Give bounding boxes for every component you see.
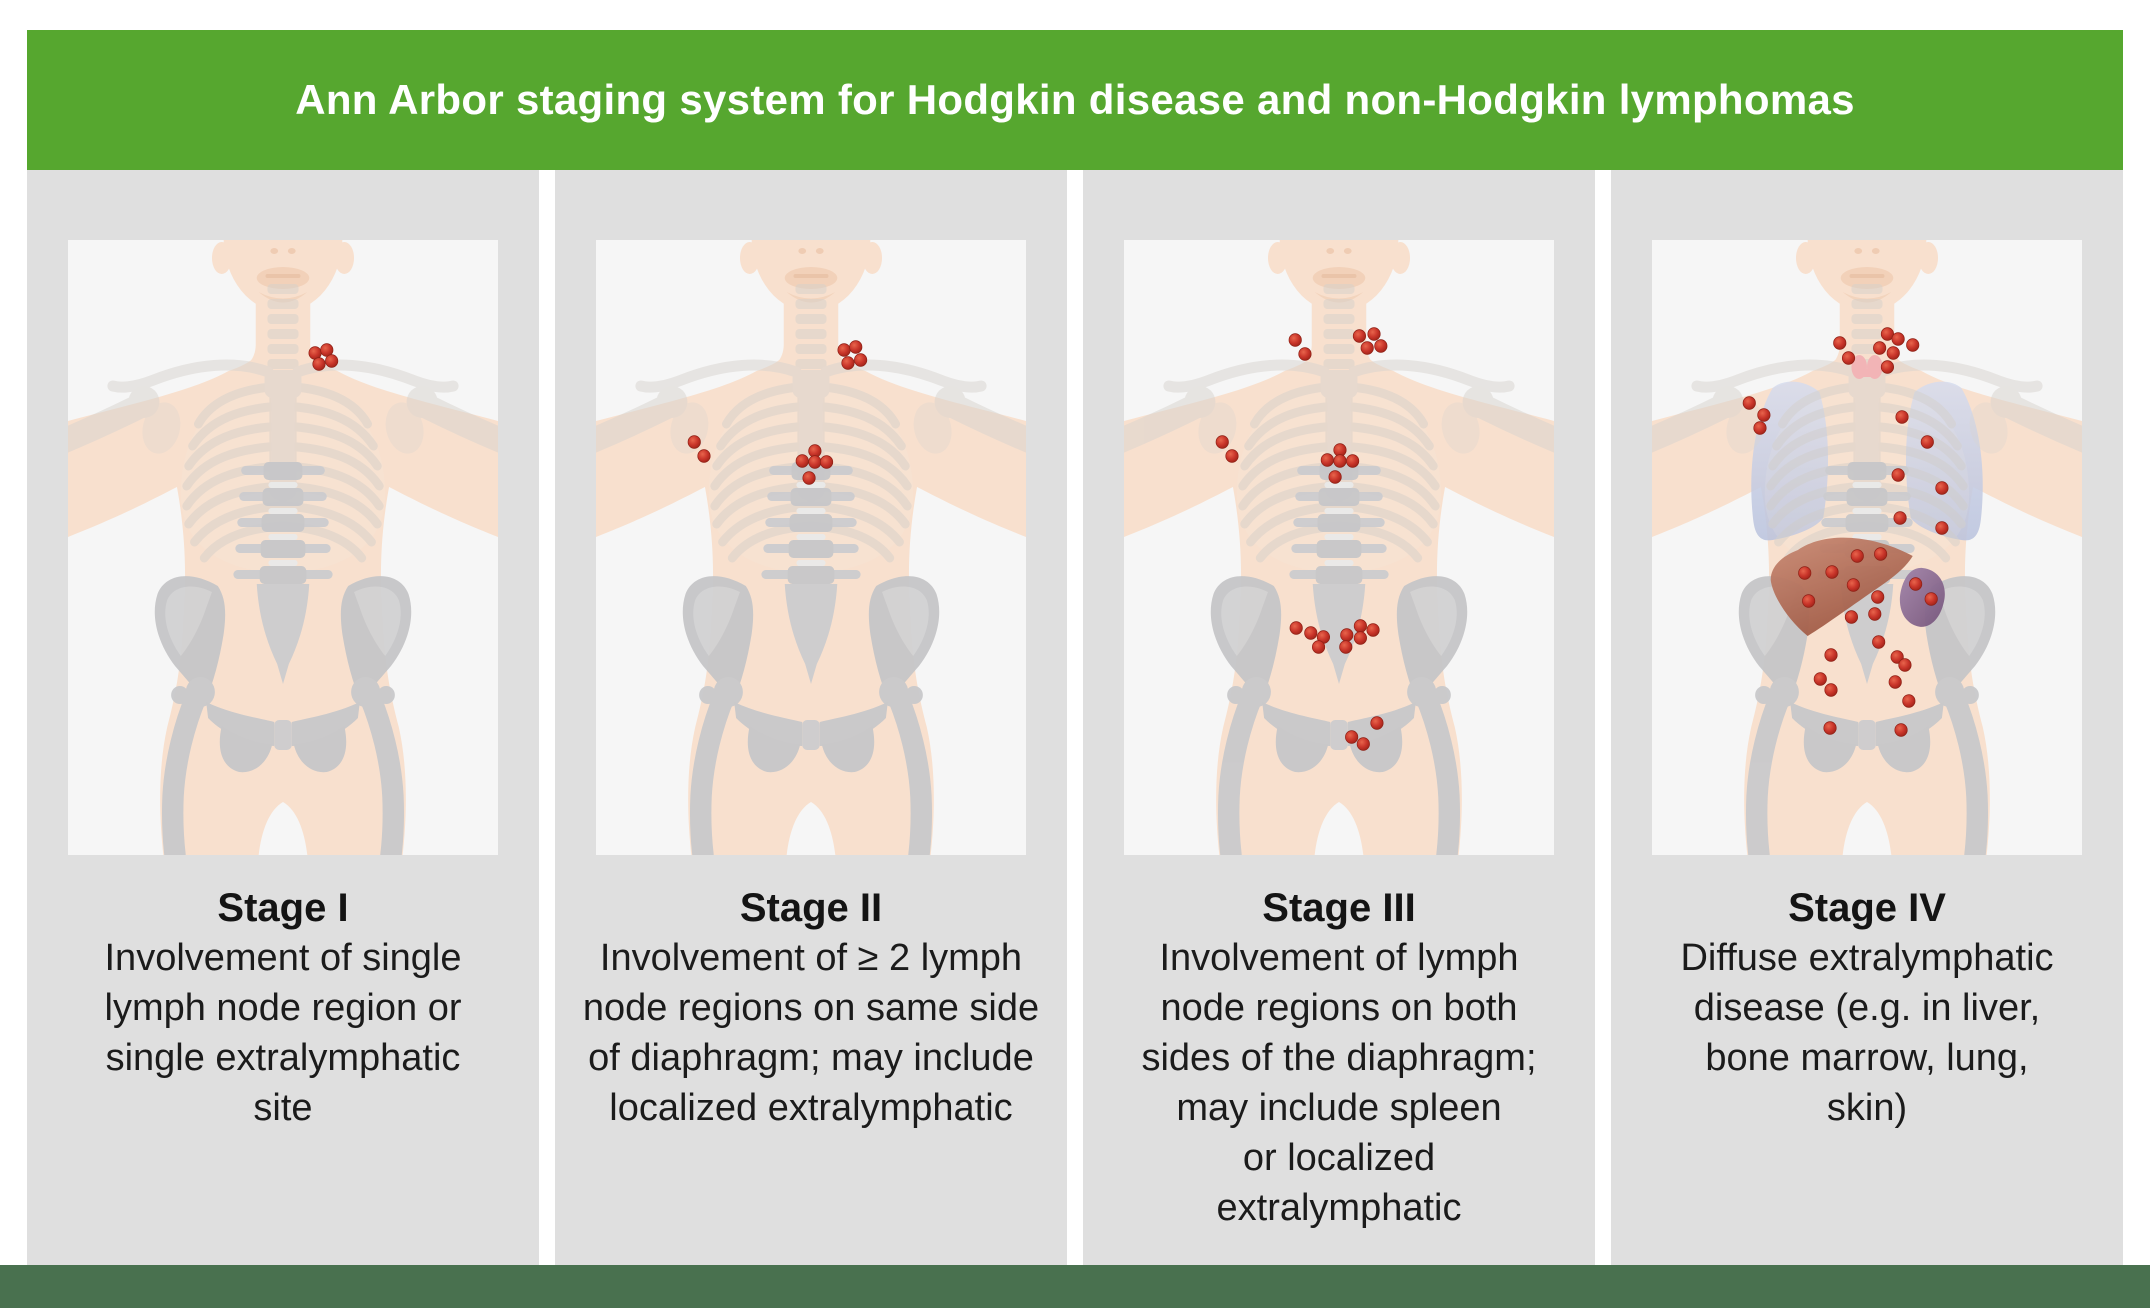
stage-description: Involvement of ≥ 2 lymph node regions on…	[582, 937, 1040, 1129]
stage-description: Diffuse extralymphatic disease (e.g. in …	[1680, 937, 2054, 1129]
stage-title: Stage I	[217, 886, 349, 930]
page-title: Ann Arbor staging system for Hodgkin dis…	[295, 76, 1855, 123]
torso-illustration	[596, 240, 1026, 855]
anatomy-figure	[1652, 240, 2082, 855]
stage-panels-row: Stage I Involvement of single lymph node…	[27, 170, 2123, 1265]
torso-illustration	[68, 240, 498, 855]
anatomy-figure	[68, 240, 498, 855]
panel-stage-1: Stage I Involvement of single lymph node…	[27, 170, 539, 1265]
lymph-node-dots	[1215, 327, 1388, 751]
panel-stage-2: Stage II Involvement of ≥ 2 lymph node r…	[555, 170, 1067, 1265]
torso-illustration	[1652, 240, 2082, 855]
anatomy-figure	[596, 240, 1026, 855]
anatomy-figure	[1124, 240, 1554, 855]
lymph-node-dots	[308, 343, 339, 371]
stage-description: Involvement of lymph node regions on bot…	[1141, 937, 1537, 1229]
footer-bar	[0, 1265, 2150, 1308]
lymph-node-dots	[1742, 327, 1949, 737]
title-bar: Ann Arbor staging system for Hodgkin dis…	[27, 30, 2123, 170]
stage-title: Stage IV	[1788, 886, 1946, 930]
lymph-node-dots	[687, 340, 868, 485]
stage-title: Stage III	[1262, 886, 1416, 930]
panel-stage-4: Stage IV Diffuse extralymphatic disease …	[1611, 170, 2123, 1265]
stage-title: Stage II	[739, 886, 883, 930]
torso-illustration	[1124, 240, 1554, 855]
panel-stage-3: Stage III Involvement of lymph node regi…	[1083, 170, 1595, 1265]
stage-description: Involvement of single lymph node region …	[104, 937, 462, 1129]
